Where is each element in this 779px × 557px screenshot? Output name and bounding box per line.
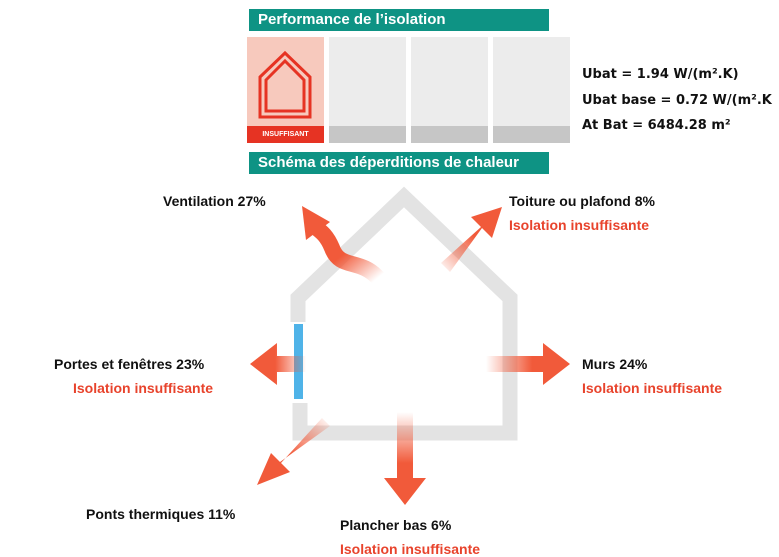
roof-arrow bbox=[441, 207, 502, 272]
doors-windows-status: Isolation insuffisante bbox=[73, 380, 214, 396]
walls-arrow bbox=[486, 343, 570, 385]
insulation-rating-scale: INSUFFISANT bbox=[247, 37, 571, 143]
ubat-value: Ubat = 1.94 W/(m².K) bbox=[582, 67, 739, 82]
ventilation-label: Ventilation 27% bbox=[163, 193, 266, 209]
at-bat-value: At Bat = 6484.28 m² bbox=[582, 118, 731, 133]
walls-label: Murs 24% bbox=[582, 356, 648, 372]
doors-windows-label: Portes et fenêtres 23% bbox=[54, 356, 205, 372]
roof-label: Toiture ou plafond 8% bbox=[509, 193, 655, 209]
thermal-bridges-arrow bbox=[257, 418, 330, 485]
ventilation-arrow-head bbox=[302, 206, 330, 240]
floor-status: Isolation insuffisante bbox=[340, 541, 481, 557]
rating-card-insuffisant: INSUFFISANT bbox=[247, 37, 324, 143]
ubat-base-value: Ubat base = 0.72 W/(m².K bbox=[582, 93, 772, 108]
performance-title: Performance de l’isolation bbox=[249, 9, 549, 31]
rating-label: INSUFFISANT bbox=[247, 126, 324, 143]
schema-title: Schéma des déperditions de chaleur bbox=[249, 152, 549, 174]
floor-arrow bbox=[384, 412, 426, 505]
house-outline-icon bbox=[258, 50, 312, 119]
floor-label: Plancher bas 6% bbox=[340, 517, 452, 533]
rating-card bbox=[411, 37, 488, 143]
walls-status: Isolation insuffisante bbox=[582, 380, 723, 396]
house-outline bbox=[290, 186, 518, 441]
roof-status: Isolation insuffisante bbox=[509, 217, 650, 233]
rating-card bbox=[493, 37, 570, 143]
rating-card bbox=[329, 37, 406, 143]
doors-windows-arrow bbox=[250, 343, 306, 385]
thermal-bridges-label: Ponts thermiques 11% bbox=[86, 506, 236, 522]
ventilation-arrow bbox=[309, 219, 384, 284]
